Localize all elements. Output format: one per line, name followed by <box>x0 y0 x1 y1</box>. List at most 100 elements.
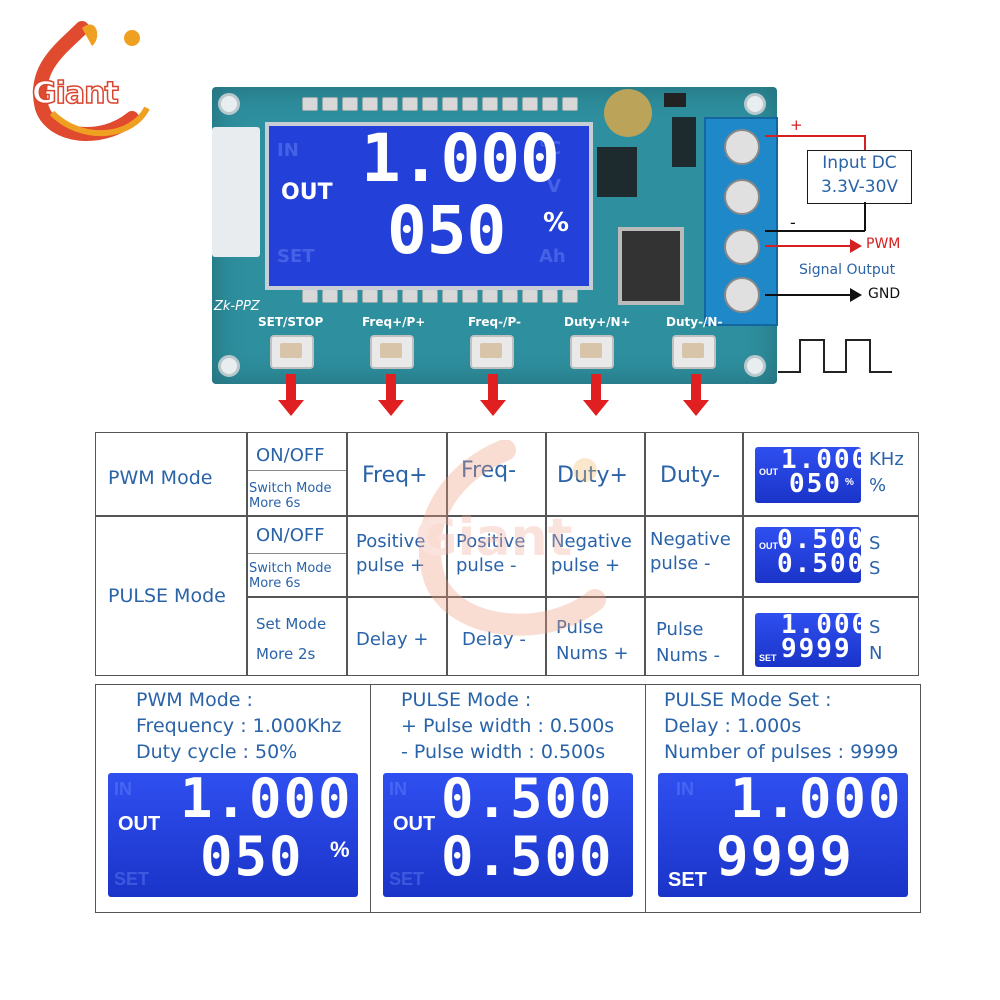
duty-plus-button[interactable] <box>570 335 614 369</box>
header-pin <box>362 97 378 111</box>
freq-minus-button[interactable] <box>470 335 514 369</box>
smd-component <box>664 93 686 107</box>
header-pin <box>482 289 498 303</box>
square-wave-icon <box>778 339 892 373</box>
duty-minus-button[interactable] <box>672 335 716 369</box>
header-pin <box>502 97 518 111</box>
divider <box>246 470 346 471</box>
btn-label-set-stop: SET/STOP <box>258 315 324 329</box>
lcd-label: OUT <box>759 541 778 551</box>
pwm-arrowhead-icon <box>850 239 862 253</box>
lcd-ghost: IN <box>389 779 407 799</box>
set-stop-button[interactable] <box>270 335 314 369</box>
pulse-nums-plus-2: Nums + <box>556 643 629 664</box>
header-pin <box>522 97 538 111</box>
terminal-screw[interactable] <box>724 277 760 313</box>
freq-plus-cell: Freq+ <box>362 463 428 488</box>
lcd-bottom-value: 050 <box>387 192 507 269</box>
negative-pulse-minus-1: Negative <box>650 529 731 550</box>
lcd-ghost: IN <box>114 779 132 799</box>
panel-pulse: PULSE Mode : + Pulse width : 0.500s - Pu… <box>370 684 646 913</box>
pwm-lcd: OUT 1.000 050 % <box>755 447 861 503</box>
lcd-bottom: 050 <box>200 825 304 888</box>
lcd-bottom: 9999 <box>716 825 855 888</box>
mounting-hole <box>744 93 766 115</box>
negative-pulse-minus-2: pulse - <box>650 553 711 574</box>
input-dc-line1: Input DC <box>822 153 897 173</box>
unit-s: S <box>869 533 881 554</box>
lcd-top: 1.000 <box>781 447 861 475</box>
lcd-unit: % <box>543 208 570 238</box>
gnd-arrowhead-icon <box>850 288 862 302</box>
gnd-label: GND <box>868 286 901 302</box>
positive-pulse-minus-1: Positive <box>456 531 526 552</box>
lcd-ghost-c: °C <box>539 138 562 159</box>
divider <box>246 433 248 675</box>
set-lcd: SET 1.000 9999 <box>755 613 861 667</box>
header-pin <box>422 97 438 111</box>
header-pin <box>342 289 358 303</box>
mounting-hole <box>218 355 240 377</box>
pwm-generator-board: IN SET °C V Ah OUT 1.000 050 % Zk-PPZ SE… <box>212 87 778 384</box>
unit-khz: KHz <box>869 449 904 470</box>
terminal-screw[interactable] <box>724 229 760 265</box>
lcd-ghost: SET <box>389 869 425 889</box>
set-mode-1: Set Mode <box>256 615 327 633</box>
lcd-label: SET <box>759 653 777 663</box>
duty-plus-cell: Duty+ <box>557 463 628 488</box>
header-pin <box>302 97 318 111</box>
panel-lcd: IN SET OUT 0.500 0.500 <box>383 773 633 897</box>
diode <box>672 117 696 167</box>
gnd-arrow <box>765 294 851 296</box>
header-pin <box>382 289 398 303</box>
positive-pulse-plus-1: Positive <box>356 531 426 552</box>
terminal-screw[interactable] <box>724 129 760 165</box>
plus-wire-down <box>864 135 866 151</box>
header-pin <box>562 97 578 111</box>
header-pin <box>442 289 458 303</box>
capacitor <box>604 89 652 137</box>
pwm-switch-1: Switch Mode <box>249 481 332 496</box>
unit-percent: % <box>869 475 887 496</box>
positive-pulse-plus-2: pulse + <box>356 555 426 576</box>
lcd-ghost-ah: Ah <box>539 246 566 267</box>
header-pin <box>542 97 558 111</box>
header-pin <box>302 289 318 303</box>
panel-line2: Number of pulses : 9999 <box>664 741 899 763</box>
lcd-top-value: 1.000 <box>361 120 560 197</box>
fish-logo-icon <box>33 21 150 141</box>
pwm-mode-label: PWM Mode <box>108 467 213 489</box>
plus-label: + <box>790 116 803 134</box>
header-pin <box>462 97 478 111</box>
delay-plus-cell: Delay + <box>356 629 429 650</box>
pulse-onoff: ON/OFF <box>256 525 325 546</box>
brand-logo: Giant <box>22 18 162 148</box>
freq-plus-button[interactable] <box>370 335 414 369</box>
panel-line1: Delay : 1.000s <box>664 715 802 737</box>
terminal-screw[interactable] <box>724 179 760 215</box>
screw-terminal <box>704 117 778 326</box>
signal-output-label: Signal Output <box>799 262 896 278</box>
lcd-label: OUT <box>118 813 161 835</box>
arrow-down-icon <box>583 374 609 416</box>
header-pin <box>562 289 578 303</box>
input-dc-line2: 3.3V-30V <box>820 177 899 197</box>
btn-label-duty-minus: Duty-/N- <box>666 315 723 329</box>
panel-title: PULSE Mode : <box>401 689 532 711</box>
panel-line1: + Pulse width : 0.500s <box>401 715 615 737</box>
panel-lcd: IN SET 1.000 9999 <box>658 773 908 897</box>
negative-pulse-plus-2: pulse + <box>551 555 621 576</box>
divider <box>644 433 646 675</box>
pwm-onoff: ON/OFF <box>256 445 325 466</box>
header-pin <box>522 289 538 303</box>
arrow-down-icon <box>480 374 506 416</box>
lcd-top: 1.000 <box>781 613 861 640</box>
panel-line2: Duty cycle : 50% <box>136 741 298 763</box>
logo-text: Giant <box>31 75 119 112</box>
smd-chip <box>597 147 637 197</box>
minus-wire <box>765 230 865 232</box>
panel-line1: Frequency : 1.000Khz <box>136 715 342 737</box>
pulse-switch-2: More 6s <box>249 576 301 591</box>
header-pin <box>482 97 498 111</box>
lcd-ghost-in: IN <box>277 140 299 161</box>
